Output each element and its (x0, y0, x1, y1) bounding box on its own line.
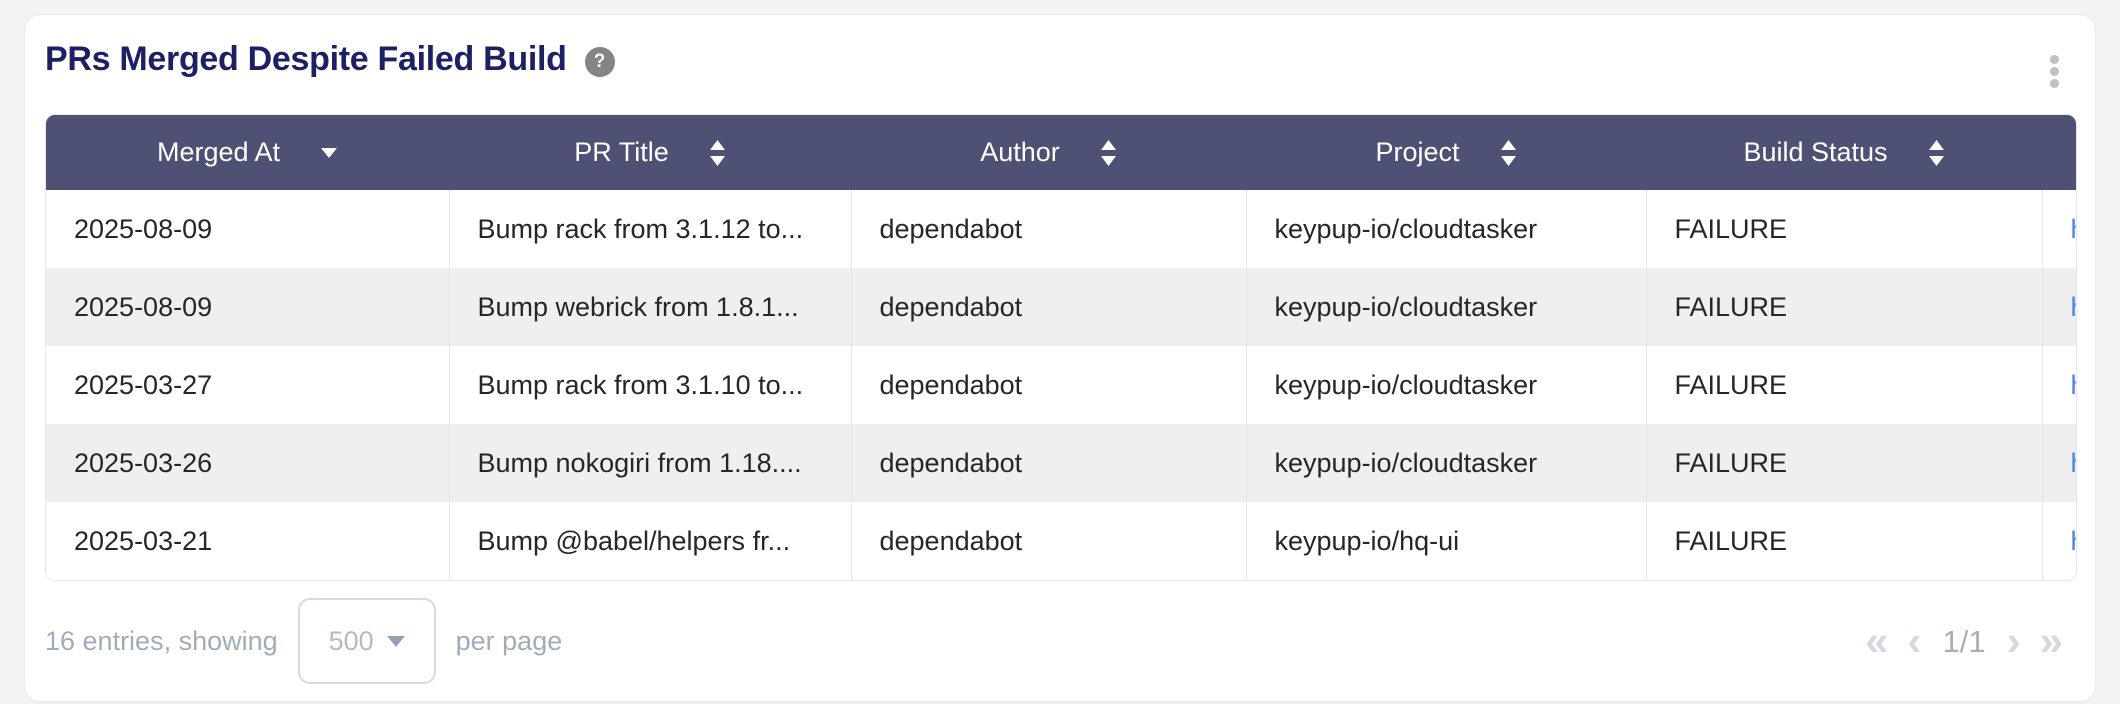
cell-build-status: FAILURE (1645, 346, 2042, 424)
column-label: Project (1375, 137, 1460, 167)
column-header-build-status[interactable]: Build Status (1646, 115, 2042, 190)
last-page-icon[interactable]: » (2039, 617, 2063, 664)
cell-pr-title: Bump webrick from 1.8.1... (448, 268, 851, 346)
pr-link[interactable]: h (2041, 346, 2076, 424)
prs-table: Merged At PR Title Author (45, 114, 2077, 581)
prev-page-icon[interactable]: ‹ (1907, 617, 1922, 664)
column-header-link[interactable] (2042, 115, 2076, 190)
cell-merged-at: 2025-03-26 (46, 424, 449, 502)
column-header-pr-title[interactable]: PR Title (449, 115, 851, 190)
cell-build-status: FAILURE (1645, 190, 2042, 268)
kebab-menu-icon[interactable] (2046, 51, 2063, 92)
cell-author: dependabot (850, 346, 1246, 424)
page-size-value: 500 (328, 625, 374, 656)
pr-link[interactable]: h (2041, 502, 2076, 580)
column-label: Merged At (156, 137, 281, 167)
page-title: PRs Merged Despite Failed Build (45, 40, 567, 78)
cell-merged-at: 2025-03-21 (46, 502, 449, 580)
cell-build-status: FAILURE (1645, 268, 2042, 346)
cell-author: dependabot (850, 190, 1246, 268)
table-row[interactable]: 2025-08-09 Bump webrick from 1.8.1... de… (46, 268, 2076, 346)
table-header: Merged At PR Title Author (46, 115, 2076, 190)
column-header-merged-at[interactable]: Merged At (46, 115, 449, 190)
cell-project: keypup-io/hq-ui (1245, 502, 1646, 580)
per-page-label: per page (455, 625, 563, 656)
cell-build-status: FAILURE (1645, 502, 2042, 580)
sort-both-icon[interactable] (1928, 139, 1945, 167)
column-header-project[interactable]: Project (1246, 115, 1646, 190)
help-icon[interactable]: ? (584, 47, 615, 77)
column-label: Author (980, 137, 1060, 167)
cell-pr-title: Bump rack from 3.1.10 to... (448, 346, 851, 424)
pr-link[interactable]: h (2041, 424, 2076, 502)
cell-merged-at: 2025-08-09 (46, 190, 449, 268)
next-page-icon[interactable]: › (2006, 617, 2021, 664)
cell-author: dependabot (850, 268, 1246, 346)
table-footer: 16 entries, showing 500 per page « ‹ 1/1… (45, 597, 2075, 685)
cell-author: dependabot (850, 502, 1246, 580)
table-row[interactable]: 2025-03-21 Bump @babel/helpers fr... dep… (46, 502, 2076, 580)
pagination: « ‹ 1/1 › » (1865, 620, 2063, 662)
table-row[interactable]: 2025-03-26 Bump nokogiri from 1.18.... d… (46, 424, 2076, 502)
cell-pr-title: Bump rack from 3.1.12 to... (448, 190, 851, 268)
page-indicator: 1/1 (1942, 623, 1986, 659)
cell-project: keypup-io/cloudtasker (1245, 190, 1646, 268)
pr-link[interactable]: h (2041, 190, 2076, 268)
sort-both-icon[interactable] (1100, 139, 1117, 167)
prs-merged-despite-failed-build-card: PRs Merged Despite Failed Build ? Merged… (24, 14, 2096, 702)
cell-pr-title: Bump @babel/helpers fr... (448, 502, 851, 580)
cell-project: keypup-io/cloudtasker (1245, 424, 1646, 502)
column-label: Build Status (1743, 137, 1888, 167)
sort-desc-icon[interactable] (320, 147, 338, 159)
cell-merged-at: 2025-03-27 (46, 346, 449, 424)
table-row[interactable]: 2025-08-09 Bump rack from 3.1.12 to... d… (46, 190, 2076, 268)
sort-both-icon[interactable] (709, 139, 726, 167)
card-header: PRs Merged Despite Failed Build ? (45, 37, 2075, 97)
page-size-select[interactable]: 500 (297, 598, 436, 684)
cell-merged-at: 2025-08-09 (46, 268, 449, 346)
cell-project: keypup-io/cloudtasker (1245, 346, 1646, 424)
cell-pr-title: Bump nokogiri from 1.18.... (448, 424, 851, 502)
first-page-icon[interactable]: « (1865, 617, 1889, 664)
column-header-author[interactable]: Author (851, 115, 1246, 190)
caret-down-icon (386, 635, 405, 647)
pr-link[interactable]: h (2041, 268, 2076, 346)
cell-author: dependabot (850, 424, 1246, 502)
column-label: PR Title (574, 137, 669, 167)
cell-project: keypup-io/cloudtasker (1245, 268, 1646, 346)
entries-count-label: 16 entries, showing (45, 625, 278, 656)
table-row[interactable]: 2025-03-27 Bump rack from 3.1.10 to... d… (46, 346, 2076, 424)
sort-both-icon[interactable] (1500, 139, 1517, 167)
cell-build-status: FAILURE (1645, 424, 2042, 502)
